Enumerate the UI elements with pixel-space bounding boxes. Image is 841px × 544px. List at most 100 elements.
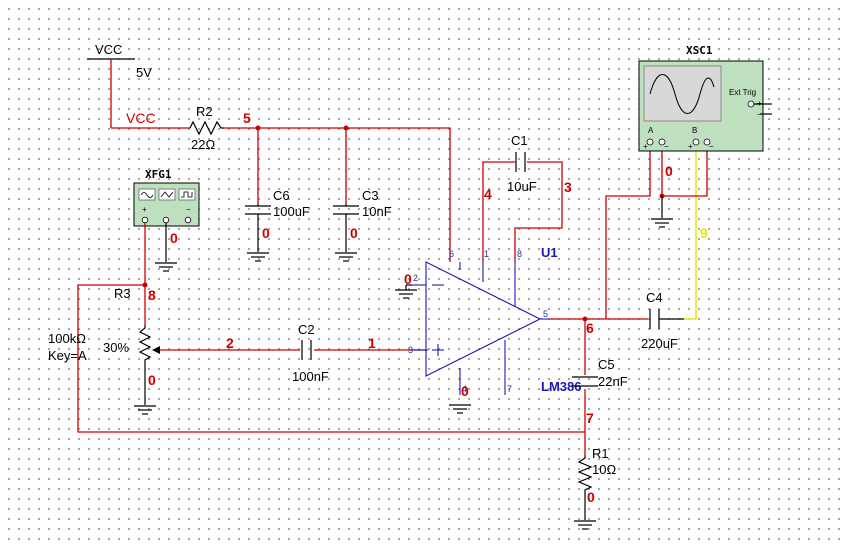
net-label-9: 9 [700,225,708,241]
ground-pin2 [395,284,417,299]
net-label-1: 1 [368,335,376,351]
capacitor-c4[interactable]: C4 220uF [641,290,684,351]
c4-value: 220uF [641,336,678,351]
xfg1-minus-terminal[interactable] [184,216,192,224]
net-label-8: 8 [148,287,156,303]
net-label-0-scope: 0 [665,163,673,179]
pin-1-label: 1 [484,249,489,259]
potentiometer-r3[interactable]: R3 100kΩ Key=A 30% [48,286,160,405]
capacitor-c3[interactable]: C3 10nF [333,188,392,252]
net-9-wire [684,146,697,320]
xsc1-a-plus: + [643,142,648,151]
triangle-wave-icon [160,191,174,198]
pin-2-label: 2 [413,273,418,283]
capacitor-c2[interactable]: C2 100nF [292,322,329,384]
xsc1-ext-trig-label: Ext Trig [729,88,756,97]
c1-wire [482,161,563,262]
xsc1-channel-a-label: A [648,126,654,135]
xfg1-com-terminal[interactable] [162,216,170,224]
top-rail-wire [111,125,451,262]
net-label-0-c3: 0 [350,225,358,241]
xsc1-b-plus-terminal[interactable] [692,138,700,146]
net-label-0-xfg1: 0 [170,230,178,246]
net-label-0-c6: 0 [262,225,270,241]
xsc1-a-plus-terminal[interactable] [646,138,654,146]
ground-xfg1 [155,223,177,272]
square-wave-icon [181,191,193,198]
r2-ref: R2 [196,104,213,119]
xsc1-b-minus-terminal[interactable] [703,138,711,146]
net-8-wire [77,223,585,433]
resistor-r2[interactable]: R2 22Ω [189,104,224,152]
vcc-source[interactable]: VCC 5V [87,42,152,128]
sine-wave-icon [140,192,154,198]
r3-key: Key=A [48,348,87,363]
ground-c3 [335,252,357,262]
net-label-7: 7 [586,410,594,426]
c2-value: 100nF [292,369,329,384]
c5-ref: C5 [598,357,615,372]
net-label-0-pin2: 0 [404,271,412,287]
r1-value: 10Ω [592,462,616,477]
net-label-6: 6 [586,320,594,336]
pin-4-label: 4 [462,384,467,394]
pin-8-label: 8 [517,249,522,259]
xsc1-ext-minus: − [757,110,762,119]
net-label-4: 4 [484,186,492,202]
u1-ref: U1 [541,245,558,260]
r1-ref: R1 [592,446,609,461]
vcc-value: 5V [136,65,152,80]
pin-7-label: 7 [507,384,512,394]
c2-ref: C2 [298,322,315,337]
oscilloscope-xsc1[interactable]: XSC1 Ext Trig + − A B + − + − [638,44,772,152]
xsc1-b-minus: − [709,142,714,151]
ground-r3 [134,405,156,415]
net-label-2: 2 [226,335,234,351]
pin-3-label: 3 [408,345,413,355]
c1-value: 10uF [507,179,537,194]
ground-pin4 [449,404,471,414]
xfg1-plus-terminal[interactable] [141,216,149,224]
capacitor-c6[interactable]: C6 100uF [245,188,310,252]
xfg1-minus-label: − [186,205,191,214]
xsc1-a-minus-terminal[interactable] [658,138,666,146]
capacitor-c1[interactable]: C1 10uF [507,133,537,194]
r3-wiper-arrow[interactable] [152,346,160,354]
net-label-0-r3: 0 [148,372,156,388]
capacitor-c5[interactable]: C5 22nF [572,357,628,389]
xfg1-plus-label: + [142,205,147,214]
c6-ref: C6 [273,188,290,203]
xfg1-ref: XFG1 [145,168,172,181]
vcc-name: VCC [95,42,122,57]
pin-6-label: 6 [449,249,454,259]
opamp-u1[interactable]: 6 1 8 2 3 5 4 7 U1 LM386 [408,245,581,395]
ground-r1 [574,520,596,530]
xsc1-channel-b-label: B [692,126,697,135]
c3-value: 10nF [362,204,392,219]
c4-ref: C4 [646,290,663,305]
net-label-5: 5 [243,110,251,126]
net-label-0-pin4: 0 [461,383,469,399]
scope-ground-wire [651,146,708,228]
r3-ref: R3 [114,286,131,301]
c5-value: 22nF [598,374,628,389]
ground-c6 [247,252,269,262]
function-generator-xfg1[interactable]: XFG1 + − [133,168,200,227]
c1-ref: C1 [511,133,528,148]
sine-wave-icon [649,74,715,114]
xsc1-screen [643,65,722,122]
vcc-net-label: VCC [126,110,156,126]
r3-value: 100kΩ [48,331,86,346]
output-wire [550,146,651,455]
r2-value: 22Ω [191,137,215,152]
c3-ref: C3 [362,188,379,203]
u1-part: LM386 [541,379,581,394]
net-label-3: 3 [564,179,572,195]
pin-5-label: 5 [543,309,548,319]
xsc1-ext-trig-terminal[interactable] [747,100,755,108]
net-label-0-r1: 0 [587,489,595,505]
r3-percent: 30% [103,340,129,355]
xsc1-b-plus: + [688,142,693,151]
resistor-r1[interactable]: R1 10Ω [577,446,616,520]
